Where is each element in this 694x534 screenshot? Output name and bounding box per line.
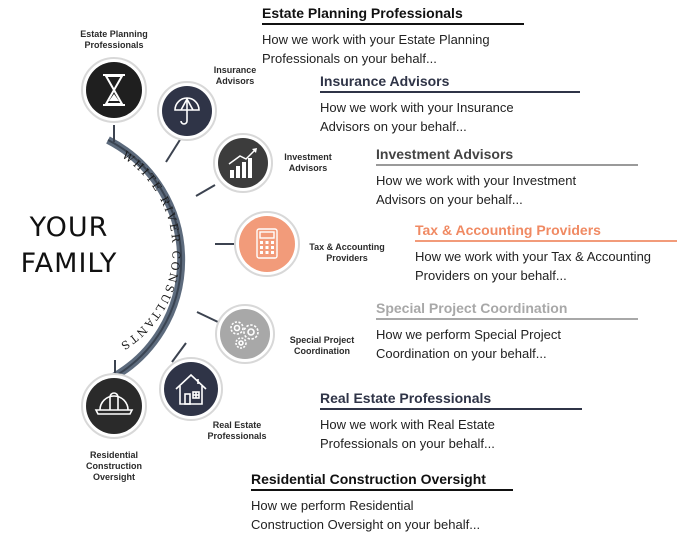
node-label-investment: Investment Advisors bbox=[284, 152, 332, 173]
item-desc-line-2: Coordination on your behalf... bbox=[376, 346, 547, 361]
item-rule bbox=[376, 318, 638, 320]
arc-band-inner bbox=[107, 139, 183, 381]
family-line-2: FAMILY bbox=[20, 248, 118, 279]
node-label-tax: Tax & Accounting Providers bbox=[309, 242, 385, 263]
growth-chart-icon bbox=[228, 148, 257, 178]
hourglass-icon bbox=[103, 74, 125, 106]
item-title[interactable]: Special Project Coordination bbox=[376, 300, 568, 316]
item-estate-planning[interactable]: Estate Planning Professionals How we wor… bbox=[262, 5, 524, 68]
node-tax bbox=[234, 211, 300, 277]
item-title[interactable]: Estate Planning Professionals bbox=[262, 5, 463, 21]
node-label-realestate: Real Estate Professionals bbox=[207, 420, 267, 441]
hard-hat-icon bbox=[94, 392, 134, 415]
node-label-estate: Estate Planning Professionals bbox=[80, 29, 148, 50]
item-desc-line-1: How we work with your Investment bbox=[376, 173, 577, 188]
node-label-special: Special Project Coordination bbox=[289, 335, 355, 356]
item-desc-line-1: How we work with Real Estate bbox=[320, 417, 495, 432]
node-construction bbox=[81, 373, 147, 439]
item-desc-line-1: How we work with your Tax & Accounting bbox=[415, 249, 652, 264]
house-icon bbox=[175, 373, 207, 405]
node-circle-realestate bbox=[164, 362, 218, 416]
family-line-1: YOUR bbox=[29, 212, 109, 243]
item-desc-line-2: Advisors on your behalf... bbox=[320, 119, 467, 134]
item-title[interactable]: Insurance Advisors bbox=[320, 73, 450, 89]
node-circle-construction bbox=[86, 378, 142, 434]
item-special[interactable]: Special Project Coordination How we perf… bbox=[376, 300, 638, 363]
item-desc-line-1: How we work with your Insurance bbox=[320, 100, 514, 115]
node-insurance bbox=[157, 81, 217, 141]
item-title[interactable]: Real Estate Professionals bbox=[320, 390, 492, 406]
node-circle-special bbox=[220, 309, 270, 359]
item-rule bbox=[415, 240, 677, 242]
connector-realestate bbox=[171, 342, 187, 363]
item-title[interactable]: Tax & Accounting Providers bbox=[415, 222, 601, 238]
item-desc-line-1: How we perform Residential bbox=[251, 498, 414, 513]
calculator-icon bbox=[256, 228, 278, 259]
item-investment[interactable]: Investment Advisors How we work with you… bbox=[376, 146, 638, 209]
connector-investment bbox=[195, 184, 216, 197]
item-desc-line-2: Advisors on your behalf... bbox=[376, 192, 523, 207]
item-tax[interactable]: Tax & Accounting Providers How we work w… bbox=[415, 222, 677, 285]
item-desc-line-1: How we perform Special Project bbox=[376, 327, 561, 342]
item-insurance[interactable]: Insurance Advisors How we work with your… bbox=[320, 73, 580, 136]
node-special bbox=[215, 304, 275, 364]
item-rule bbox=[320, 91, 580, 93]
item-rule bbox=[376, 164, 638, 166]
your-family-title: YOUR FAMILY bbox=[4, 210, 134, 282]
item-rule bbox=[262, 23, 524, 25]
item-desc-line-2: Professionals on your behalf... bbox=[320, 436, 495, 451]
connector-special bbox=[196, 311, 219, 323]
item-desc-line-2: Professionals on your behalf... bbox=[262, 51, 437, 66]
item-construction[interactable]: Residential Construction Oversight How w… bbox=[251, 471, 513, 534]
item-rule bbox=[251, 489, 513, 491]
item-rule bbox=[320, 408, 582, 410]
node-estate-planning bbox=[81, 57, 147, 123]
node-label-insurance: Insurance Advisors bbox=[213, 65, 257, 86]
node-realestate bbox=[159, 357, 223, 421]
item-desc-line-2: Construction Oversight on your behalf... bbox=[251, 517, 481, 532]
node-investment bbox=[213, 133, 273, 193]
item-title[interactable]: Investment Advisors bbox=[376, 146, 514, 162]
umbrella-icon bbox=[174, 97, 200, 125]
node-label-construction: Residential Construction Oversight bbox=[86, 450, 142, 482]
item-desc-line-2: Providers on your behalf... bbox=[415, 268, 567, 283]
item-desc-line-1: How we work with your Estate Planning bbox=[262, 32, 490, 47]
item-realestate[interactable]: Real Estate Professionals How we work wi… bbox=[320, 390, 582, 453]
item-title[interactable]: Residential Construction Oversight bbox=[251, 471, 486, 487]
gears-icon bbox=[230, 321, 259, 349]
